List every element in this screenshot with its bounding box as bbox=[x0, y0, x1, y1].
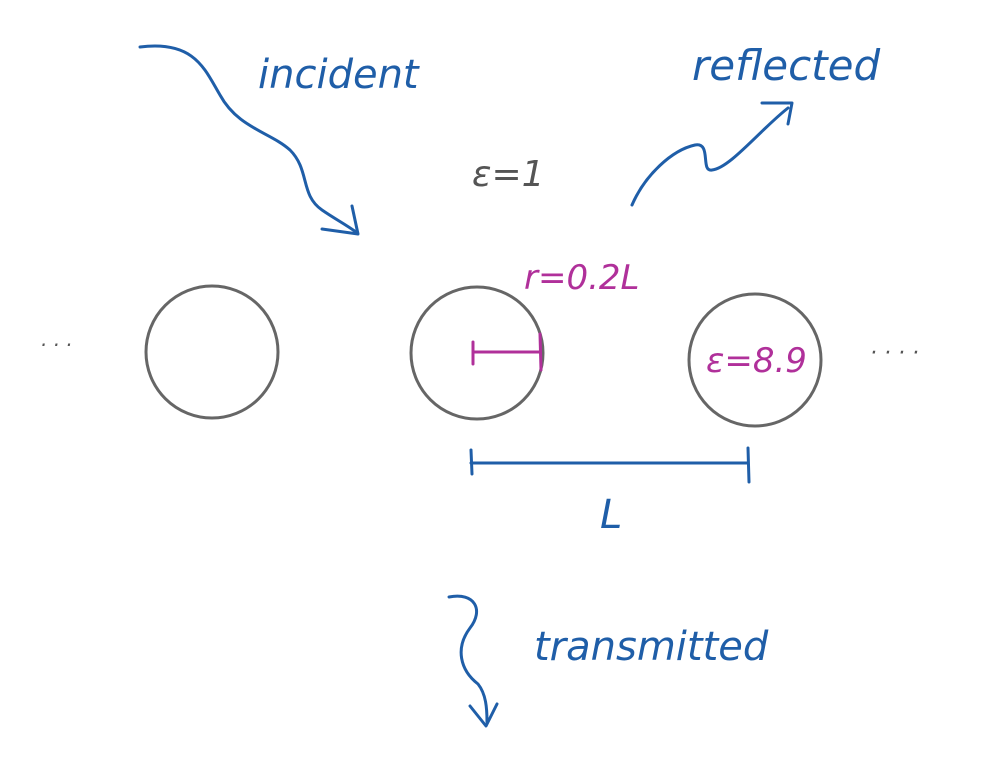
transmitted-arrow-head bbox=[468, 702, 499, 728]
radius-marker bbox=[471, 332, 543, 372]
reflected-arrow-head bbox=[760, 101, 794, 126]
incident-arrow-head bbox=[320, 204, 360, 236]
cylinder-permittivity-label: ε=8.9 bbox=[706, 341, 807, 381]
incident-arrow-wave bbox=[138, 44, 358, 234]
period-marker bbox=[469, 446, 751, 484]
ellipsis-right: · · · · bbox=[870, 341, 919, 366]
reflected-arrow bbox=[630, 101, 794, 207]
incident-label: incident bbox=[258, 52, 420, 98]
cylinder-right bbox=[687, 292, 823, 428]
reflected-label: reflected bbox=[692, 41, 880, 90]
period-label: L bbox=[600, 492, 622, 538]
cylinder-middle bbox=[409, 285, 545, 421]
transmitted-arrow-wave bbox=[447, 594, 489, 724]
ellipsis-left: · · · bbox=[40, 333, 72, 357]
cylinder-left bbox=[144, 284, 280, 420]
background-permittivity-label: ε=1 bbox=[472, 154, 545, 195]
reflected-arrow-wave bbox=[630, 106, 790, 207]
transmitted-label: transmitted bbox=[534, 624, 769, 670]
incident-arrow bbox=[138, 44, 360, 236]
radius-label: r=0.2L bbox=[524, 258, 639, 298]
transmitted-arrow bbox=[447, 594, 499, 728]
